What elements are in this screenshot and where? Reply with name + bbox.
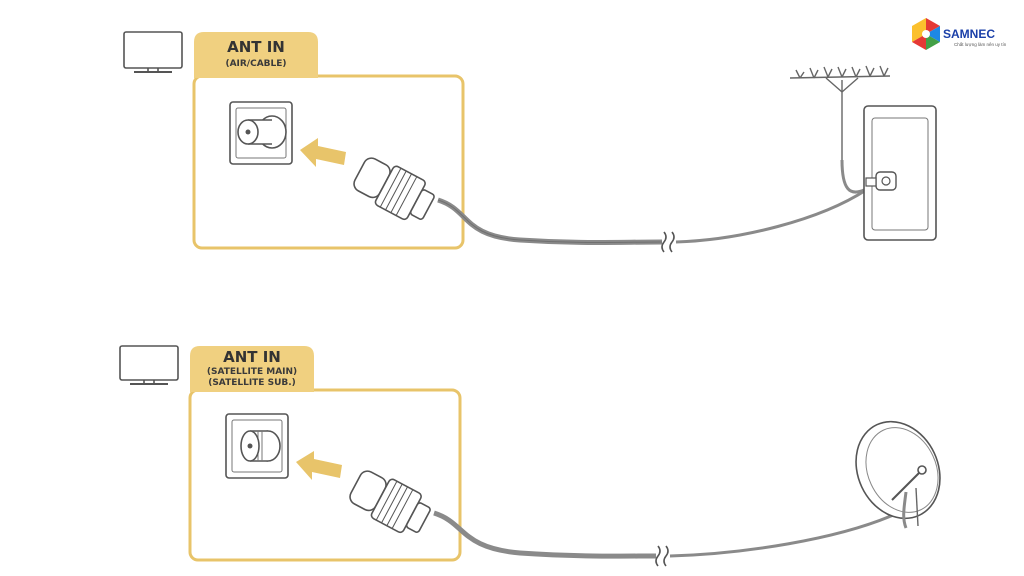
insert-arrow-icon (300, 138, 346, 167)
coax-connector-icon (353, 157, 435, 221)
coax-connector-icon (349, 470, 431, 534)
cable-break-icon (661, 231, 675, 253)
panel-subtitle-sub: (SATELLITE SUB.) (208, 378, 296, 388)
antenna-wall-outlet-icon (863, 105, 937, 241)
panel-title: ANT IN (227, 38, 285, 56)
tv-ant-in-socket-icon (229, 101, 293, 165)
coax-cable (437, 197, 663, 245)
satellite-dish-icon (855, 420, 941, 529)
panel-subtitle-main: (SATELLITE MAIN) (207, 367, 297, 377)
cable-break-icon (655, 545, 669, 567)
insert-arrow-icon (296, 451, 342, 480)
roof-antenna-icon (789, 65, 891, 194)
tv-icon (123, 31, 183, 73)
panel-tab (190, 346, 314, 390)
panel-subtitle: (AIR/CABLE) (225, 59, 286, 69)
coax-cable (433, 510, 657, 559)
tv-icon (119, 345, 179, 385)
brand-slogan: Chất lượng làm nên uy tín (954, 42, 1007, 47)
tv-satellite-socket-icon (225, 413, 289, 479)
panel-tab (194, 32, 318, 76)
panel-satellite: ANT IN (SATELLITE MAIN) (SATELLITE SUB.) (119, 345, 941, 567)
logo-mark-icon (912, 18, 940, 50)
panel-title: ANT IN (223, 348, 281, 366)
panel-air-cable: ANT IN (AIR/CABLE) (123, 31, 937, 253)
brand-name: SAMNEC (943, 27, 995, 41)
samnec-logo: SAMNEC Chất lượng làm nên uy tín (912, 18, 1007, 50)
